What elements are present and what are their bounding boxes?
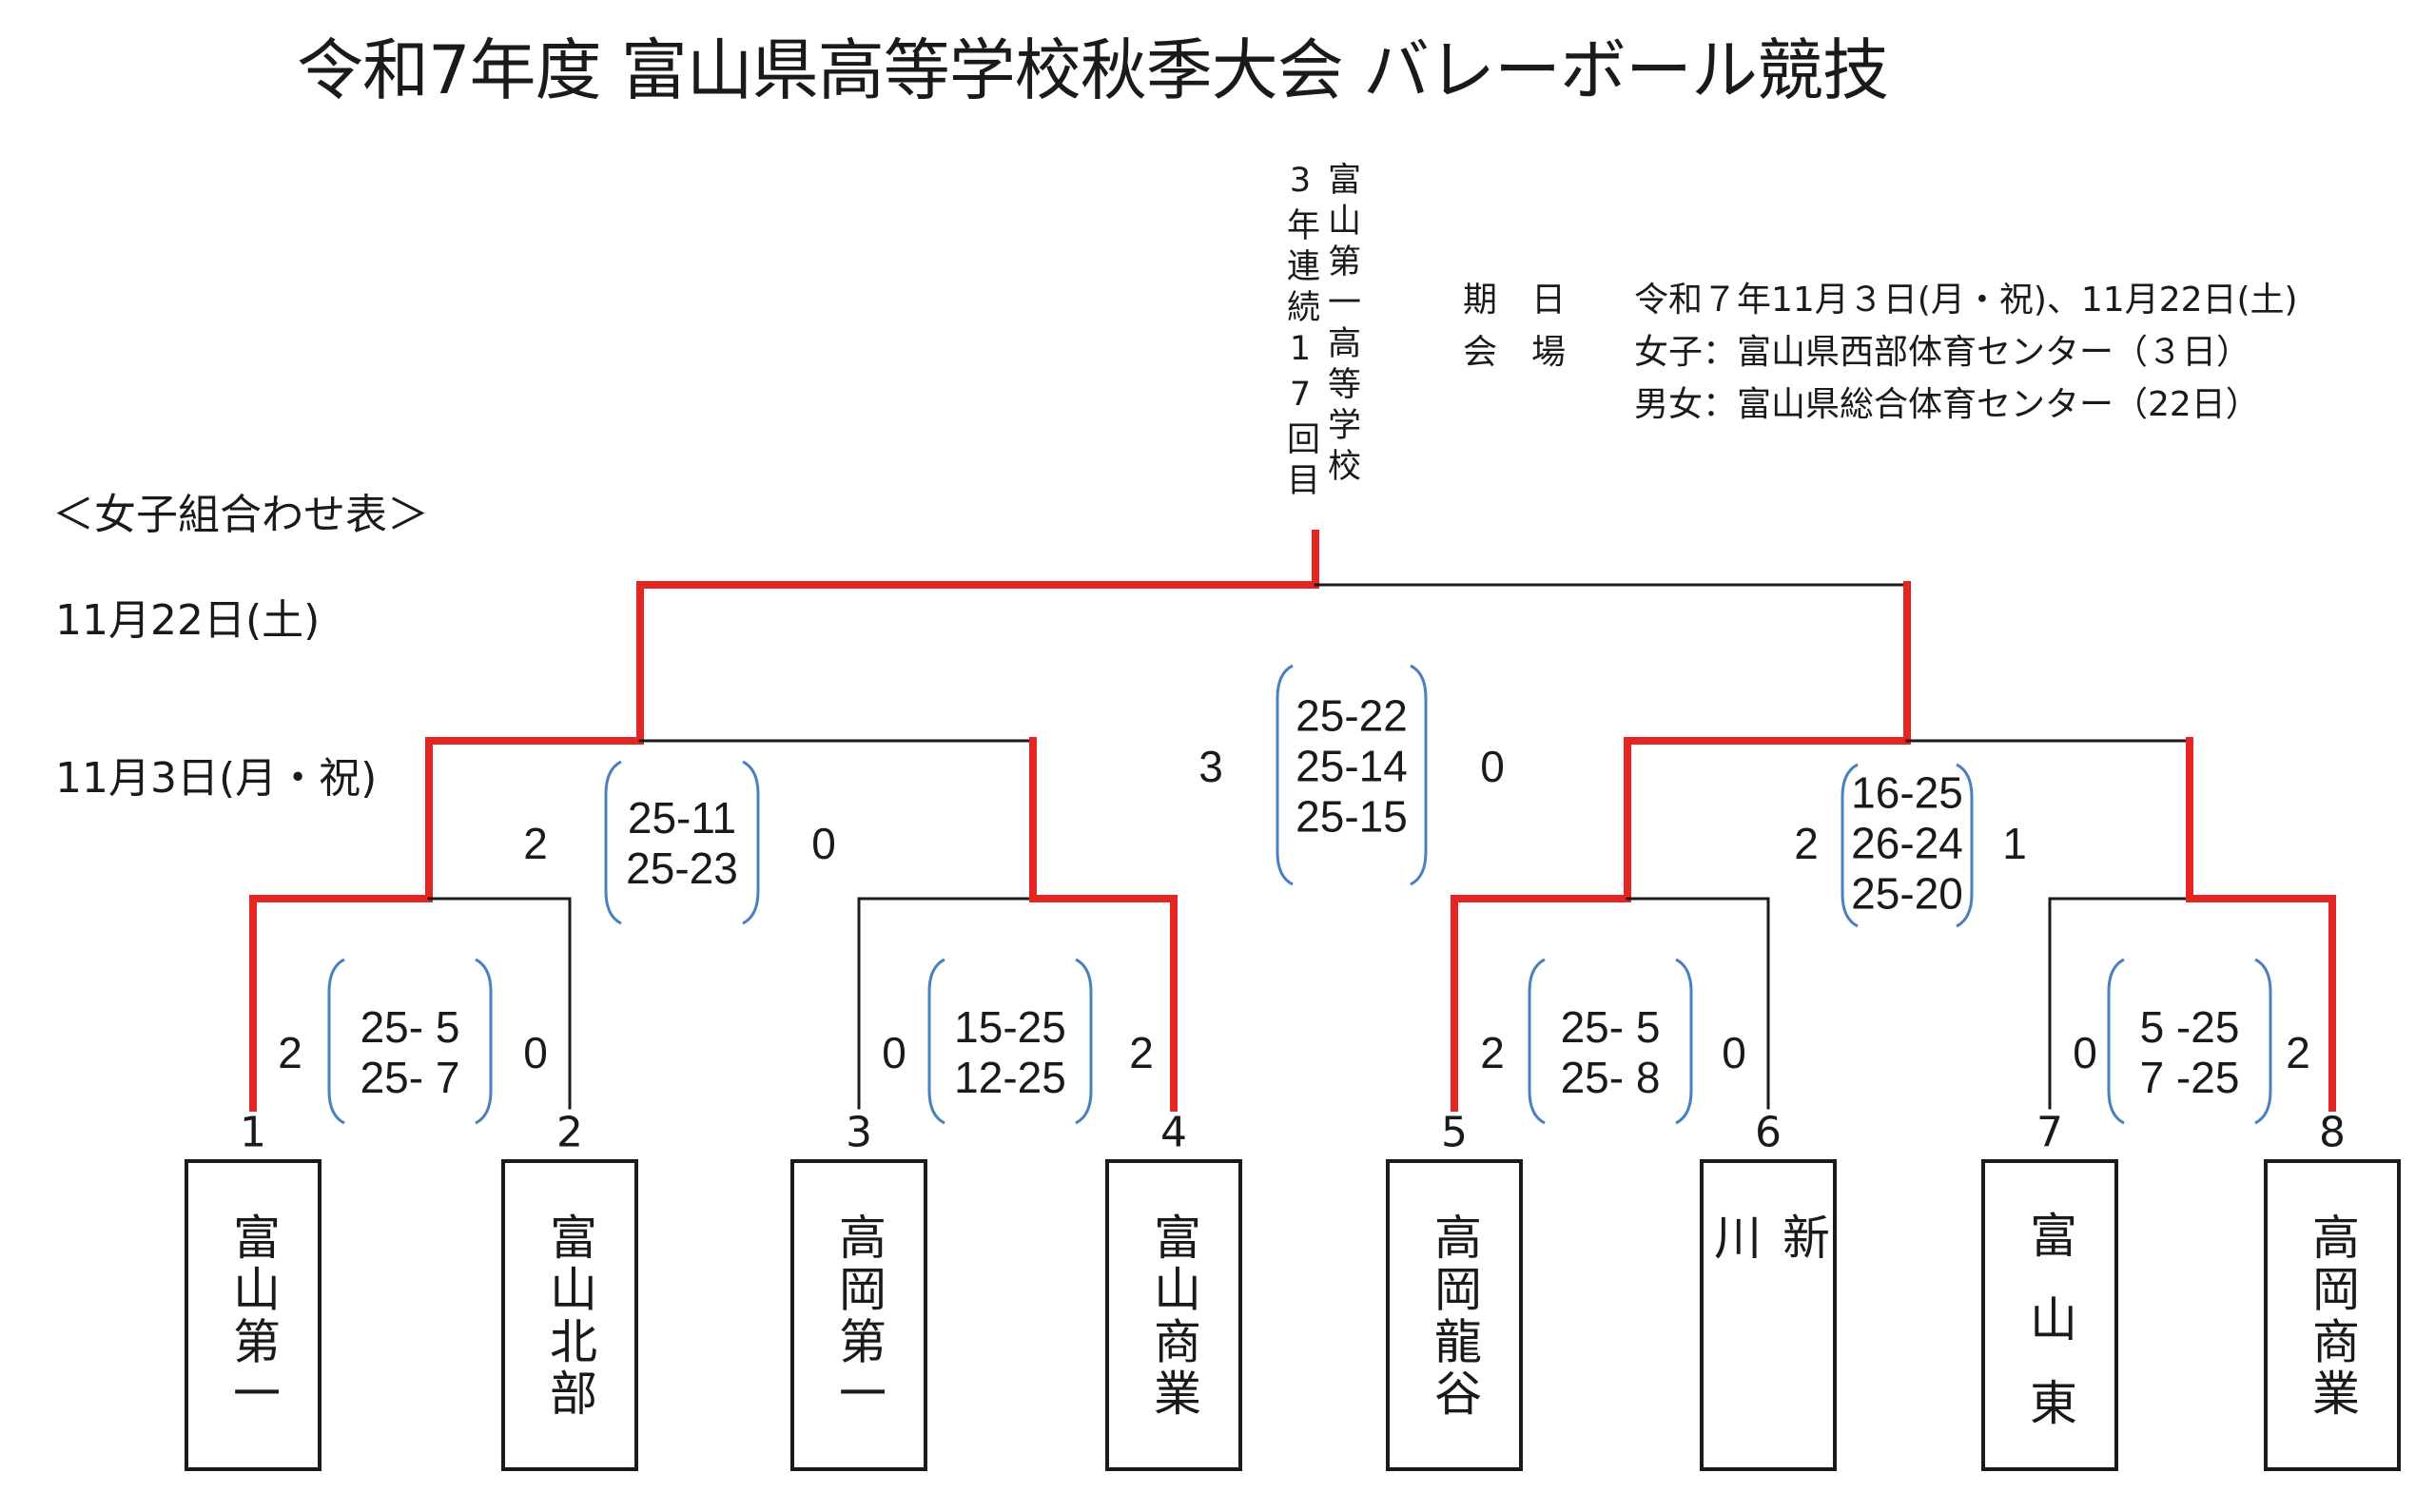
score-left: 2 xyxy=(1794,819,1819,868)
seed-number: 2 xyxy=(556,1108,583,1157)
team-name: 高岡龍谷 xyxy=(1427,1212,1482,1421)
set-score: 25- 5 xyxy=(360,1002,460,1052)
score-right: 2 xyxy=(1129,1028,1154,1077)
seed-number: 7 xyxy=(2036,1108,2063,1157)
team-box: 新川 xyxy=(1700,1159,1837,1471)
set-score: 25-14 xyxy=(1295,741,1408,791)
set-score: 25-11 xyxy=(627,793,737,843)
round-label-final: 11月22日(土) xyxy=(55,596,321,645)
set-score: 26-24 xyxy=(1851,818,1963,868)
date-value: 令和７年11月３日(月・祝)、11月22日(土) xyxy=(1634,281,2298,320)
set-score: 7 -25 xyxy=(2139,1053,2240,1102)
set-score: 15-25 xyxy=(954,1002,1066,1052)
score-bracket-right-paren xyxy=(742,760,760,925)
section-title: ＜女子組合わせ表＞ xyxy=(52,491,429,539)
page-title: 令和7年度 富山県高等学校秋季大会 バレーボール競技 xyxy=(297,31,1889,109)
score-bracket-right-paren xyxy=(475,958,493,1125)
score-bracket-left-paren xyxy=(327,958,345,1125)
score-bracket-left-paren xyxy=(1528,958,1546,1125)
team-box: 富山商業 xyxy=(1105,1159,1242,1471)
seed-number: 6 xyxy=(1755,1108,1782,1157)
score-left: 3 xyxy=(1198,742,1223,791)
winner-streak: 3年連続17回目 xyxy=(1281,162,1319,503)
set-score: 25-20 xyxy=(1851,868,1963,919)
venue-label: 会 場 xyxy=(1463,333,1567,372)
date-label: 期 日 xyxy=(1463,281,1567,320)
score-bracket-right-paren xyxy=(1675,958,1693,1125)
team-name: 高岡商業 xyxy=(2305,1212,2360,1421)
seed-number: 5 xyxy=(1441,1108,1468,1157)
set-score: 25-22 xyxy=(1295,690,1408,741)
score-bracket-right-paren xyxy=(1410,664,1428,886)
score-bracket-left-paren xyxy=(927,958,945,1125)
score-right: 0 xyxy=(523,1028,548,1077)
team-name: 富山北部 xyxy=(542,1212,597,1421)
score-left: 0 xyxy=(2073,1028,2097,1077)
set-score: 25- 8 xyxy=(1560,1053,1661,1102)
score-bracket-left-paren xyxy=(2107,958,2125,1125)
score-bracket-right-paren xyxy=(1075,958,1093,1125)
team-box: 富山北部 xyxy=(501,1159,638,1471)
team-box: 高岡龍谷 xyxy=(1386,1159,1523,1471)
team-box: 高岡商業 xyxy=(2264,1159,2401,1471)
team-name: 富山第一 xyxy=(225,1212,281,1421)
score-bracket-left-paren xyxy=(604,760,622,925)
score-right: 0 xyxy=(1480,742,1505,791)
set-score: 12-25 xyxy=(954,1053,1066,1102)
score-bracket-right-paren xyxy=(1956,763,1974,928)
team-box: 富山第一 xyxy=(185,1159,321,1471)
score-right: 1 xyxy=(2002,819,2027,868)
set-score: 5 -25 xyxy=(2139,1002,2240,1052)
set-score: 25-15 xyxy=(1295,791,1408,842)
team-name: 高岡第一 xyxy=(831,1212,886,1421)
score-left: 2 xyxy=(278,1028,302,1077)
score-right: 0 xyxy=(1722,1028,1746,1077)
score-bracket-left-paren xyxy=(1276,664,1294,886)
seed-number: 8 xyxy=(2319,1108,2346,1157)
seed-number: 3 xyxy=(846,1108,872,1157)
score-bracket-right-paren xyxy=(2254,958,2272,1125)
seed-number: 1 xyxy=(240,1108,266,1157)
team-box: 富山東 xyxy=(1981,1159,2118,1471)
score-right: 2 xyxy=(2286,1028,2310,1077)
score-right: 0 xyxy=(811,819,836,868)
team-box: 高岡第一 xyxy=(790,1159,927,1471)
score-left: 2 xyxy=(1480,1028,1505,1077)
team-name: 富山商業 xyxy=(1146,1212,1201,1421)
set-score: 16-25 xyxy=(1851,767,1963,818)
score-left: 2 xyxy=(523,819,548,868)
team-name: 新川 xyxy=(1706,1212,1830,1368)
score-bracket-left-paren xyxy=(1841,763,1859,928)
set-score: 25- 5 xyxy=(1560,1002,1661,1052)
team-name: 富山東 xyxy=(2022,1211,2077,1462)
set-score: 25- 7 xyxy=(360,1053,460,1102)
winner-school: 富山第一高等学校 xyxy=(1322,162,1360,489)
venue-women: 女子：富山県西部体育センター（３日） xyxy=(1634,333,2251,372)
seed-number: 4 xyxy=(1160,1108,1187,1157)
round-label-first: 11月3日(月・祝) xyxy=(55,754,378,803)
score-left: 0 xyxy=(882,1028,906,1077)
set-score: 25-23 xyxy=(626,843,738,893)
venue-mixed: 男女：富山県総合体育センター（22日） xyxy=(1634,385,2260,424)
